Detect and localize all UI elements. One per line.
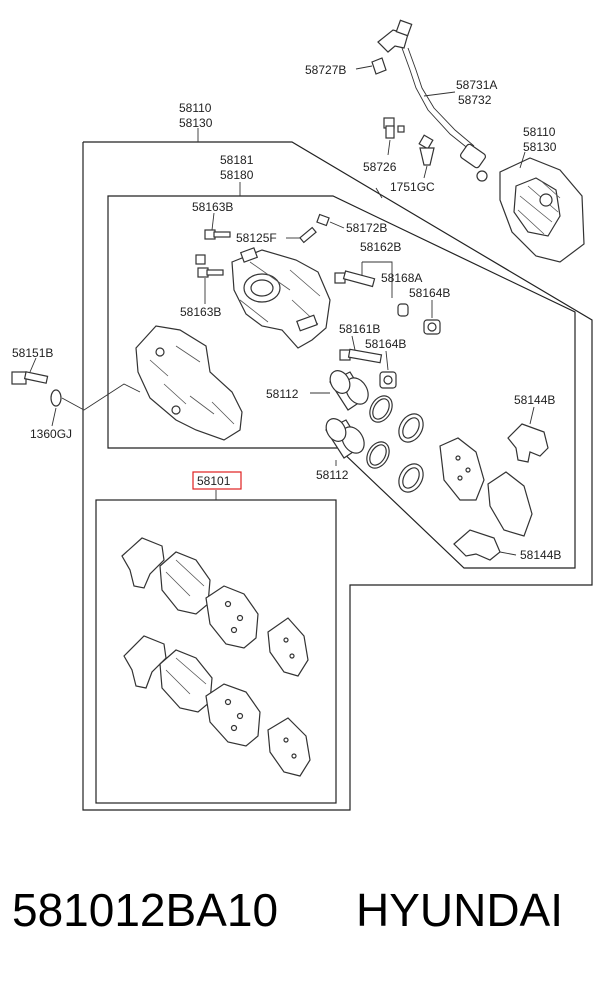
- inner-frame: [107, 195, 576, 569]
- label-58112-upper: 58112: [266, 387, 299, 401]
- washer-1751GC: [418, 134, 435, 166]
- cap-58172B: [316, 213, 330, 227]
- clip-58144B-lower: [453, 529, 501, 561]
- brake-caliper-diagram: 58727B 58731A 58732 58110 58130 58110 58…: [11, 19, 593, 811]
- bolt-58726: [383, 117, 405, 139]
- label-58168A: 58168A: [381, 271, 422, 285]
- label-58130-assy: 58130: [523, 140, 557, 154]
- clip-58144B-upper: [507, 423, 549, 463]
- piston-58112-lower: [325, 418, 365, 459]
- label-58162B: 58162B: [360, 240, 401, 254]
- nut-58164B-lower: [379, 371, 397, 389]
- label-1751GC: 1751GC: [390, 180, 435, 194]
- brand-name: HYUNDAI: [356, 884, 564, 936]
- highlight-58101: [192, 471, 242, 490]
- label-58163B-bottom: 58163B: [180, 305, 221, 319]
- label-58112-lower: 58112: [316, 468, 349, 482]
- label-1360GJ: 1360GJ: [30, 427, 72, 441]
- label-58110-assy: 58110: [523, 125, 556, 139]
- label-58727B: 58727B: [305, 63, 346, 77]
- boot-58168A: [397, 303, 409, 317]
- washer-1360GJ: [50, 389, 62, 407]
- footer: 581012BA10 HYUNDAI: [0, 880, 600, 950]
- pad-kit-lower-set: [123, 635, 311, 777]
- bleeder-58125F: [299, 226, 317, 244]
- label-58726: 58726: [363, 160, 397, 174]
- label-58151B: 58151B: [12, 346, 53, 360]
- label-58144B-lower: 58144B: [520, 548, 561, 562]
- nut-58164B-upper: [423, 319, 441, 335]
- caliper-body: [231, 247, 331, 349]
- outer-frame: [82, 141, 593, 811]
- label-58110-main: 58110: [179, 101, 212, 115]
- piston-58112-upper: [329, 370, 369, 411]
- part-number: 581012BA10: [12, 884, 279, 936]
- bolt-58163B-upper: [204, 229, 231, 240]
- label-58125F: 58125F: [236, 231, 277, 245]
- brake-hose: [371, 19, 488, 182]
- label-58130-main: 58130: [179, 116, 213, 130]
- bolt-58163B-lower: [195, 254, 224, 278]
- label-58732: 58732: [458, 93, 492, 107]
- label-58161B: 58161B: [339, 322, 380, 336]
- brake-pad-outer: [487, 471, 533, 537]
- label-58180: 58180: [220, 168, 254, 182]
- guide-pin-58162B: [334, 270, 376, 288]
- pad-kit-upper-set: [121, 537, 309, 677]
- label-58181: 58181: [220, 153, 254, 167]
- label-58164B-lower: 58164B: [365, 337, 406, 351]
- label-58163B-top: 58163B: [192, 200, 233, 214]
- label-58164B-upper: 58164B: [409, 286, 450, 300]
- guide-pin-58161B: [339, 348, 383, 364]
- brake-pad-inner: [439, 437, 485, 501]
- bolt-58151B: [11, 371, 49, 385]
- label-58731A: 58731A: [456, 78, 497, 92]
- label-58144B-upper: 58144B: [514, 393, 555, 407]
- label-58101: 58101: [197, 474, 231, 488]
- label-58172B: 58172B: [346, 221, 387, 235]
- caliper-bracket: [135, 325, 243, 441]
- caliper-assembly-icon: [499, 157, 585, 263]
- piston-seals: [366, 395, 424, 493]
